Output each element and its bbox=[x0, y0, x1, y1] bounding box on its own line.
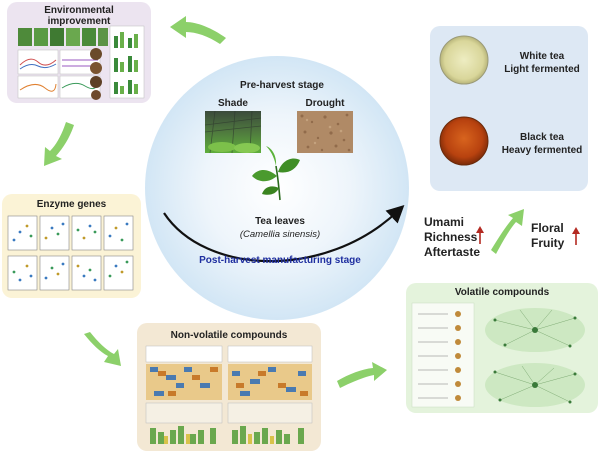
aroma-fruity: Fruity bbox=[531, 236, 565, 250]
flow-arrow-to-enzyme bbox=[44, 122, 74, 166]
nonvolatile-title: Non-volatile compounds bbox=[170, 330, 288, 341]
flow-arrow-to-tea-types bbox=[491, 209, 524, 254]
enzyme-scatter-plots bbox=[7, 215, 134, 291]
volatile-title: Volatile compounds bbox=[454, 287, 550, 298]
postharvest-label: Post-harvest manufacturing stage bbox=[199, 255, 361, 266]
white-tea-cup bbox=[439, 35, 489, 85]
aroma-floral: Floral bbox=[531, 221, 564, 235]
volatile-network bbox=[411, 302, 585, 408]
environmental-thumbnails bbox=[17, 25, 145, 100]
flow-arrows bbox=[44, 16, 524, 388]
shade-label: Shade bbox=[217, 98, 248, 109]
taste-aftertaste: Aftertaste bbox=[424, 245, 481, 259]
shade-photo bbox=[204, 110, 262, 154]
tea-leaves-label: Tea leaves bbox=[255, 216, 305, 227]
nonvolatile-heatmap bbox=[145, 345, 313, 444]
black-tea-cup bbox=[439, 116, 489, 166]
flow-arrow-to-environment bbox=[170, 16, 226, 44]
species-label: (Camellia sinensis) bbox=[239, 229, 321, 240]
black-tea-label: Black tea bbox=[520, 132, 564, 143]
black-tea-fermentation: Heavy fermented bbox=[501, 145, 583, 156]
environmental-title-line2: improvement bbox=[47, 16, 111, 27]
taste-richness: Richness bbox=[424, 230, 478, 244]
flow-arrow-to-volatile bbox=[337, 362, 387, 388]
drought-label: Drought bbox=[305, 98, 345, 109]
increase-arrows bbox=[476, 226, 580, 245]
environmental-title-line1: Environmental bbox=[44, 5, 114, 16]
white-tea-label: White tea bbox=[519, 51, 565, 62]
flow-arrow-to-nonvolatile bbox=[84, 332, 121, 366]
white-tea-fermentation: Light fermented bbox=[504, 64, 580, 75]
manufacturing-arrow bbox=[163, 204, 405, 263]
enzyme-title: Enzyme genes bbox=[36, 199, 107, 210]
enzyme-scatter-points bbox=[12, 222, 129, 282]
preharvest-title: Pre-harvest stage bbox=[240, 80, 324, 91]
tea-leaf-illustration bbox=[252, 146, 300, 201]
taste-umami: Umami bbox=[424, 215, 465, 229]
drought-photo bbox=[297, 111, 353, 153]
